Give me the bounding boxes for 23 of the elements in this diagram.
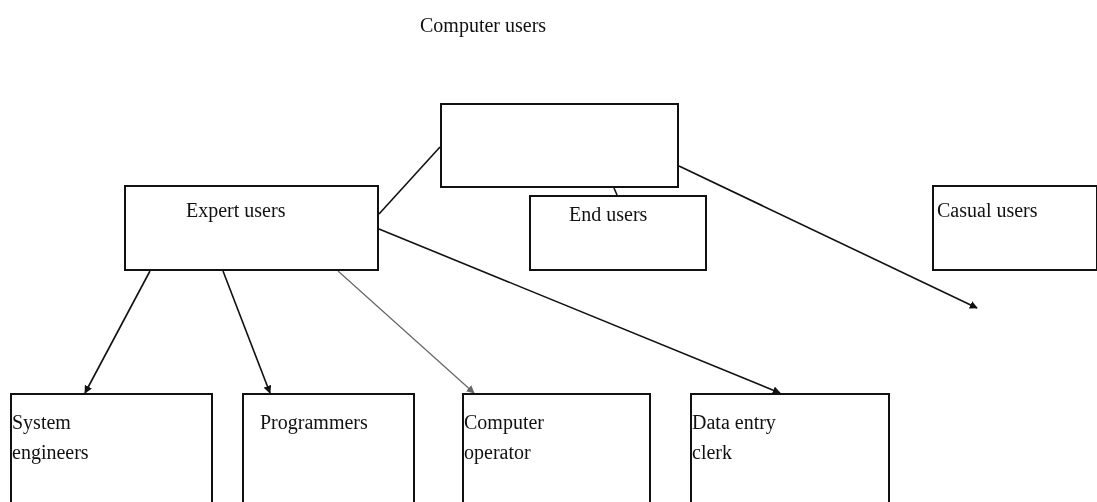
category-box <box>462 393 651 502</box>
box-label: Computer operator <box>464 410 545 466</box>
category-box <box>242 393 415 502</box>
connector-line <box>378 146 441 215</box>
category-box <box>690 393 890 502</box>
diagram-title: Computer users <box>420 14 547 37</box>
box-label: End users <box>569 202 649 227</box>
empty-box <box>440 103 679 188</box>
box-label: Expert users <box>186 198 287 224</box>
arrow <box>222 270 272 394</box>
category-box <box>124 185 379 271</box>
arrow <box>337 270 475 394</box>
category-box <box>529 195 707 271</box>
box-label: Programmers <box>260 410 369 436</box>
connector-line <box>613 187 618 196</box>
arrow <box>378 228 781 394</box>
arrow <box>84 270 151 394</box>
box-label: System engineers <box>12 410 90 466</box>
category-box <box>932 185 1097 271</box>
category-box <box>10 393 213 502</box>
box-label: Casual users <box>937 198 1039 223</box>
box-label: Data entry clerk <box>692 410 777 465</box>
arrow <box>678 165 978 309</box>
